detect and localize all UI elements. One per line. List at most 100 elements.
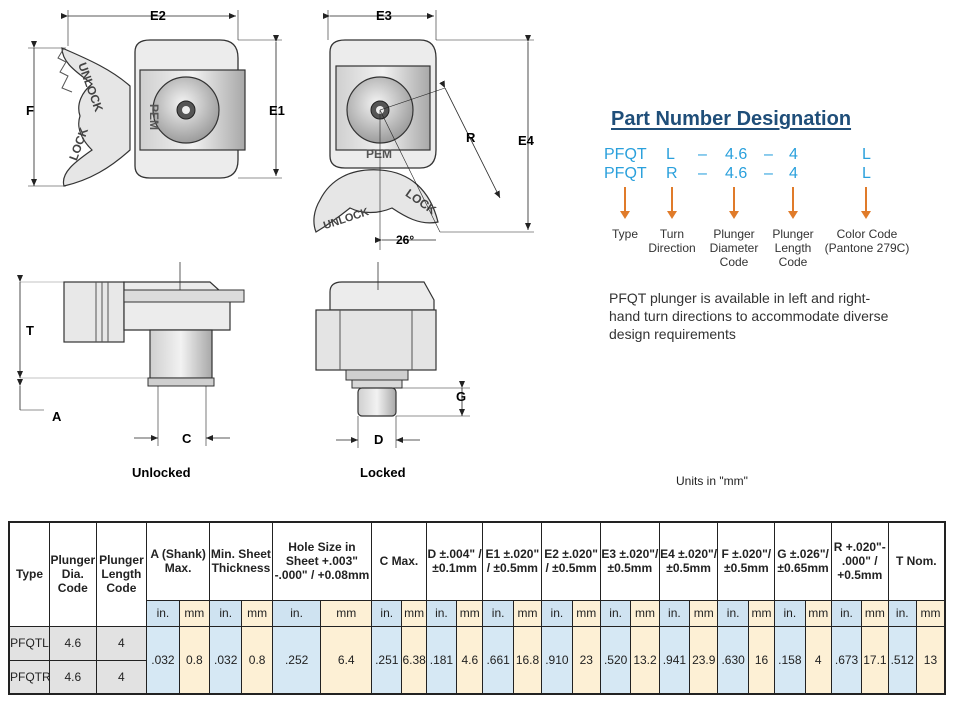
dim-a-label: A <box>52 409 62 424</box>
locked-side-view <box>315 262 437 417</box>
e2-mm: 23 <box>571 625 601 695</box>
dim-e3-label: E3 <box>376 8 392 23</box>
e4-mm: 23.9 <box>689 625 719 695</box>
unit-mm: mm <box>915 599 946 627</box>
units-note: Units in "mm" <box>676 474 748 488</box>
sheet-mm: 0.8 <box>241 625 273 695</box>
dim-c-label: C <box>182 431 192 446</box>
header-type: Type <box>8 521 50 627</box>
pn-diameter: 4.6 <box>725 165 748 182</box>
pn-dash: – <box>698 165 707 182</box>
pem-logo-left: PEM <box>147 104 161 130</box>
header-r: R +.020"- .000" / +0.5mm <box>830 521 889 601</box>
pn-prefix: PFQT <box>604 146 647 163</box>
dim-r-label: R <box>466 130 476 145</box>
c-in: .251 <box>371 625 403 695</box>
header-len-code: Plunger Length Code <box>95 521 148 627</box>
header-e4: E4 ±.020"/ ±0.5mm <box>658 521 719 601</box>
header-hole: Hole Size in Sheet +.003" -.000" / +0.08… <box>271 521 373 601</box>
descriptor-turn: Turn Direction <box>648 227 696 255</box>
turn-direction-note: PFQT plunger is available in left and ri… <box>609 290 889 342</box>
pn-color: L <box>862 165 871 182</box>
pn-prefix: PFQT <box>604 165 647 182</box>
g-mm: 4 <box>804 625 832 695</box>
dim-g-label: G <box>456 389 466 404</box>
locked-top-view <box>313 39 439 233</box>
header-e2: E2 ±.020" / ±0.5mm <box>541 521 601 601</box>
descriptor-length: Plunger Length Code <box>772 227 814 269</box>
dim-e2-label: E2 <box>150 8 166 23</box>
row-len: 4 <box>95 625 148 661</box>
unit-mm: mm <box>861 599 889 627</box>
dim-r-line <box>439 80 501 199</box>
unlocked-top-view <box>57 39 246 187</box>
pn-dash: – <box>764 165 773 182</box>
unit-in: in. <box>271 599 322 627</box>
unit-in: in. <box>830 599 863 627</box>
row-type: PFQTL <box>8 625 50 661</box>
unit-in: in. <box>658 599 691 627</box>
designation-title: Part Number Designation <box>611 108 852 130</box>
technical-drawing: UNLOCK LOCK PEM E2 F E1 UNLOCK LOCK PEM … <box>17 8 535 480</box>
descriptor-color: Color Code (Pantone 279C) <box>824 227 910 255</box>
unit-in: in. <box>774 599 806 627</box>
g-in: .158 <box>774 625 806 695</box>
unit-mm: mm <box>178 599 211 627</box>
e1-mm: 16.8 <box>512 625 543 695</box>
unit-mm: mm <box>804 599 832 627</box>
dim-f-label: F <box>26 103 34 118</box>
unit-in: in. <box>599 599 632 627</box>
pn-turn: R <box>666 165 678 182</box>
dim-t-label: T <box>26 323 34 338</box>
header-f: F ±.020"/ ±0.5mm <box>717 521 776 601</box>
unit-in: in. <box>482 599 514 627</box>
pem-logo-right: PEM <box>366 147 392 161</box>
row-dia: 4.6 <box>49 625 97 661</box>
unit-in: in. <box>541 599 573 627</box>
d-mm: 4.6 <box>456 625 484 695</box>
unit-in: in. <box>887 599 917 627</box>
hole-mm: 6.4 <box>320 625 373 695</box>
header-dia-code: Plunger Dia. Code <box>49 521 97 627</box>
header-d: D ±.004" / ±0.1mm <box>425 521 484 601</box>
f-in: .630 <box>717 625 749 695</box>
unit-in: in. <box>371 599 403 627</box>
dim-e1-label: E1 <box>269 103 285 118</box>
header-e3: E3 ±.020"/ ±0.5mm <box>599 521 660 601</box>
dim-e4-label: E4 <box>518 133 535 148</box>
row-len: 4 <box>95 659 148 695</box>
d-in: .181 <box>425 625 458 695</box>
pn-dash: – <box>698 146 707 163</box>
e3-mm: 13.2 <box>630 625 660 695</box>
e4-in: .941 <box>658 625 691 695</box>
pn-diameter: 4.6 <box>725 146 748 163</box>
unit-in: in. <box>146 599 180 627</box>
unlocked-caption: Unlocked <box>132 465 191 480</box>
unit-mm: mm <box>630 599 660 627</box>
unit-mm: mm <box>241 599 273 627</box>
c-mm: 6.38 <box>401 625 427 695</box>
designation-arrows <box>620 187 871 219</box>
unit-mm: mm <box>456 599 484 627</box>
table-row: PFQTL 4.6 4 .032 0.8 .032 0.8 .252 6.4 .… <box>8 625 946 695</box>
unit-mm: mm <box>571 599 601 627</box>
header-c: C Max. <box>371 521 427 601</box>
a-mm: 0.8 <box>178 625 211 695</box>
f-mm: 16 <box>747 625 776 695</box>
a-in: .032 <box>146 625 180 695</box>
row-dia: 4.6 <box>49 659 97 695</box>
header-a: A (Shank) Max. <box>146 521 211 601</box>
locked-caption: Locked <box>360 465 406 480</box>
row-type: PFQTR <box>8 659 51 695</box>
header-g: G ±.026"/ ±0.65mm <box>774 521 832 601</box>
unit-in: in. <box>209 599 243 627</box>
unit-row: in.mm in.mm in.mm in.mm in.mm in.mm in.m… <box>9 599 946 627</box>
header-t: T Nom. <box>887 521 946 601</box>
unit-in: in. <box>717 599 749 627</box>
e1-in: .661 <box>482 625 514 695</box>
r-in: .673 <box>830 625 863 695</box>
pn-length: 4 <box>789 146 798 163</box>
spec-table: Type Plunger Dia. Code Plunger Length Co… <box>8 521 946 695</box>
pn-turn: L <box>666 146 675 163</box>
header-row: Type Plunger Dia. Code Plunger Length Co… <box>8 521 946 627</box>
